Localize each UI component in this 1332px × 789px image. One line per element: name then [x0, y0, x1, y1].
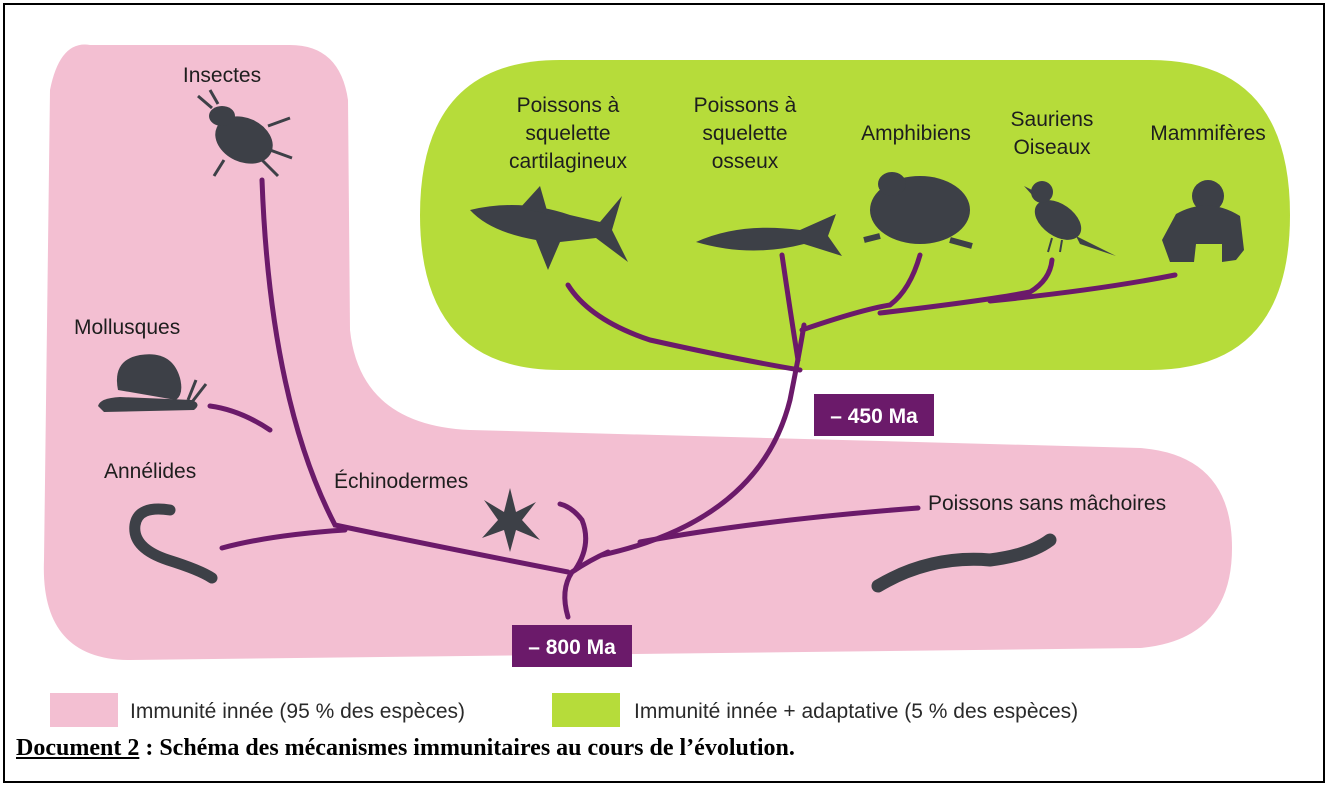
- phylogenetic-tree: [207, 177, 1178, 620]
- lamprey-icon: [871, 533, 1057, 593]
- document-caption: Document 2 : Schéma des mécanismes immun…: [16, 735, 795, 762]
- caption-text: : Schéma des mécanismes immunitaires au …: [139, 735, 795, 761]
- date-450-label: – 450 Ma: [830, 405, 918, 428]
- label-mammiferes: Mammifères: [1150, 122, 1266, 145]
- label-amphibiens: Amphibiens: [861, 122, 971, 145]
- branch-osseux: [779, 252, 801, 363]
- legend-label-innate: Immunité innée (95 % des espèces): [130, 700, 465, 723]
- date-box-450: – 450 Ma: [814, 394, 934, 436]
- branch-echinodermes: [557, 501, 589, 573]
- branch-cartilagineux: [565, 282, 803, 373]
- label-annelides: Annélides: [104, 460, 196, 483]
- label-line: cartilagineux: [509, 150, 627, 173]
- bird-icon: [1024, 181, 1116, 256]
- label-line: squelette: [525, 122, 610, 145]
- branch-amphibiens: [799, 252, 923, 333]
- label-line: Sauriens: [1011, 108, 1094, 131]
- shark-icon: [470, 186, 628, 270]
- label-poissons-sans-machoires: Poissons sans mâchoires: [928, 492, 1166, 515]
- branch-insectes: [259, 177, 571, 575]
- legend-swatch-adaptive: [552, 693, 620, 727]
- label-line: osseux: [712, 150, 779, 173]
- label-line: squelette: [702, 122, 787, 145]
- branch-mollusques: [207, 403, 273, 433]
- label-mollusques: Mollusques: [74, 316, 180, 339]
- label-insectes: Insectes: [183, 64, 261, 87]
- starfish-icon: [482, 488, 540, 552]
- label-poissons-cartilagineux: Poissons à squelette cartilagineux: [509, 94, 627, 173]
- frog-icon: [863, 172, 973, 249]
- label-line: Oiseaux: [1013, 136, 1091, 159]
- branch-poissons-sans-machoires: [637, 505, 921, 545]
- fish-icon: [696, 214, 842, 256]
- label-line: Poissons à: [517, 94, 620, 117]
- branch-mammiferes: [987, 272, 1178, 304]
- label-line: Poissons à: [694, 94, 797, 117]
- label-poissons-osseux: Poissons à squelette osseux: [694, 94, 797, 173]
- document-frame: [3, 3, 1325, 783]
- caption-prefix: Document 2: [16, 735, 140, 761]
- branch-annelides: [219, 527, 348, 551]
- branch-sauriens: [877, 257, 1055, 316]
- snail-icon: [98, 354, 208, 412]
- legend: Immunité innée (95 % des espèces) Immuni…: [50, 693, 1078, 727]
- label-echinodermes: Échinodermes: [334, 470, 468, 493]
- gorilla-icon: [1162, 180, 1244, 262]
- legend-label-adaptive: Immunité innée + adaptative (5 % des esp…: [634, 700, 1078, 723]
- label-sauriens-oiseaux: Sauriens Oiseaux: [1011, 108, 1094, 159]
- worm-icon: [129, 503, 218, 584]
- innate-immunity-zone: [43, 44, 1232, 660]
- date-box-800: – 800 Ma: [512, 625, 632, 667]
- date-800-label: – 800 Ma: [528, 636, 616, 659]
- legend-swatch-innate: [50, 693, 118, 727]
- beetle-icon: [197, 89, 293, 178]
- branch-trunk: [562, 549, 611, 620]
